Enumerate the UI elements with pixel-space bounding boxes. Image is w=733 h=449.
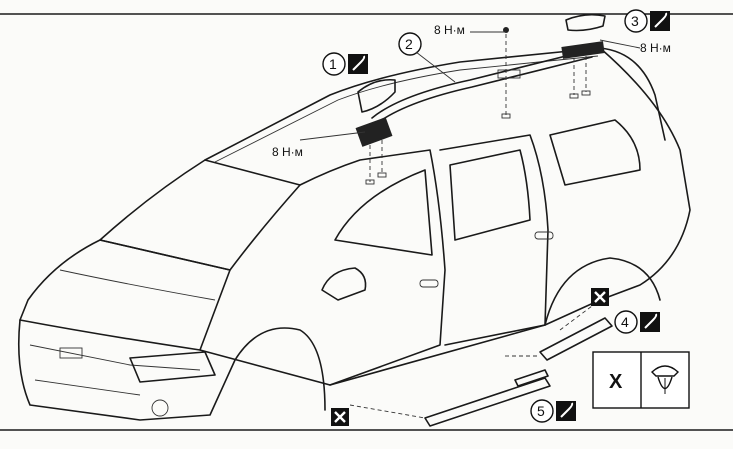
trim-lower bbox=[424, 377, 551, 427]
callout-4-number: 4 bbox=[621, 314, 629, 330]
rear-section bbox=[599, 47, 691, 301]
front-window bbox=[334, 169, 433, 256]
callout-4: 4 bbox=[614, 310, 660, 334]
clip-fastener-icon bbox=[650, 365, 680, 394]
front-rail-foot bbox=[355, 78, 396, 185]
torque-leader-front bbox=[299, 131, 366, 141]
badge bbox=[59, 347, 83, 359]
wrench-icon bbox=[650, 11, 670, 31]
callout-1-number: 1 bbox=[329, 56, 337, 72]
center-bolt-head bbox=[503, 27, 509, 33]
center-bolt bbox=[501, 27, 511, 119]
rear-stud-b bbox=[581, 90, 591, 96]
torque-label-center: 8 Н·м bbox=[434, 23, 465, 37]
callout-5: 5 bbox=[530, 399, 576, 423]
windshield bbox=[99, 159, 301, 271]
front-bumper bbox=[17, 319, 236, 421]
rear-rail-foot bbox=[561, 13, 606, 99]
torque-label-front: 8 Н·м bbox=[272, 145, 303, 159]
trim-upper bbox=[539, 317, 613, 361]
grille-bottom bbox=[34, 379, 141, 396]
callout-2-leader bbox=[415, 51, 456, 83]
fog-light bbox=[151, 399, 169, 417]
roof-rail bbox=[371, 49, 593, 125]
wrench-icon bbox=[556, 401, 576, 421]
rear-wheel-arch bbox=[544, 257, 661, 326]
cross-box-icon bbox=[591, 288, 609, 306]
front-cover bbox=[357, 78, 396, 113]
rear-stud-a bbox=[569, 93, 579, 99]
wrench-icon bbox=[640, 312, 660, 332]
sill-trims bbox=[349, 299, 613, 427]
rear-cover bbox=[565, 13, 606, 32]
cross-box-icon bbox=[331, 408, 349, 426]
front-door bbox=[299, 149, 446, 386]
side-mirror bbox=[321, 267, 367, 301]
front-stud-b bbox=[377, 172, 387, 178]
rail-center-mount bbox=[497, 69, 521, 79]
torque-leader-rear bbox=[599, 39, 641, 49]
callout-5-number: 5 bbox=[537, 403, 545, 419]
front-foot-base bbox=[355, 117, 393, 147]
roof-inner-line bbox=[214, 55, 599, 163]
trim-guide-c bbox=[559, 299, 601, 331]
rear-door-handle bbox=[534, 231, 554, 240]
hood bbox=[19, 239, 231, 351]
front-stud-a bbox=[365, 179, 375, 185]
rear-window bbox=[449, 149, 531, 241]
front-wheel-arch bbox=[234, 327, 326, 411]
rail-bar bbox=[371, 49, 591, 119]
hood-crease bbox=[59, 269, 216, 301]
torque-label-rear: 8 Н·м bbox=[640, 41, 671, 55]
quarter-window bbox=[549, 119, 641, 186]
trim-end-piece bbox=[514, 369, 549, 387]
front-door-handle bbox=[419, 279, 439, 288]
callout-2: 2 bbox=[398, 32, 456, 83]
car-body bbox=[17, 47, 691, 421]
headlight bbox=[129, 351, 216, 383]
rear-foot-base bbox=[561, 41, 605, 59]
callout-1: 1 bbox=[322, 52, 368, 76]
legend-box: X bbox=[592, 351, 690, 409]
center-stud bbox=[501, 113, 511, 119]
grille-top bbox=[29, 344, 201, 371]
trim-guide-b bbox=[349, 404, 426, 419]
rail-bar-lower bbox=[375, 56, 593, 125]
roof-outline bbox=[204, 47, 666, 161]
callout-2-number: 2 bbox=[405, 36, 413, 52]
sill-line bbox=[199, 299, 601, 386]
callout-3-number: 3 bbox=[631, 13, 639, 29]
callout-3: 3 bbox=[624, 9, 670, 33]
rear-door bbox=[439, 134, 549, 346]
wrench-icon bbox=[348, 54, 368, 74]
legend-x-symbol: X bbox=[609, 371, 623, 393]
